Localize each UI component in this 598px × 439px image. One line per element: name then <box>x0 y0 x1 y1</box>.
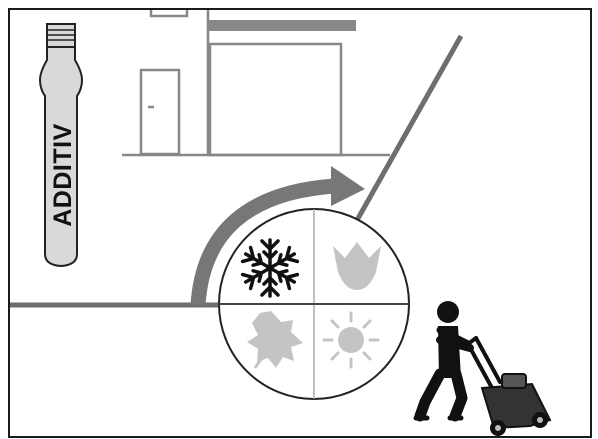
door <box>141 70 179 154</box>
season-arrow-head <box>331 166 365 206</box>
person-mowing-icon <box>416 301 470 418</box>
season-wheel <box>219 209 409 399</box>
slope-line <box>356 36 461 222</box>
sun-icon <box>324 313 378 367</box>
garage-roof-beam <box>208 20 356 31</box>
garage-door <box>210 44 341 155</box>
additive-bottle-icon: ADDITIV <box>40 24 82 266</box>
lawn-mower-icon <box>468 338 550 436</box>
bottle-label: ADDITIV <box>49 123 77 227</box>
